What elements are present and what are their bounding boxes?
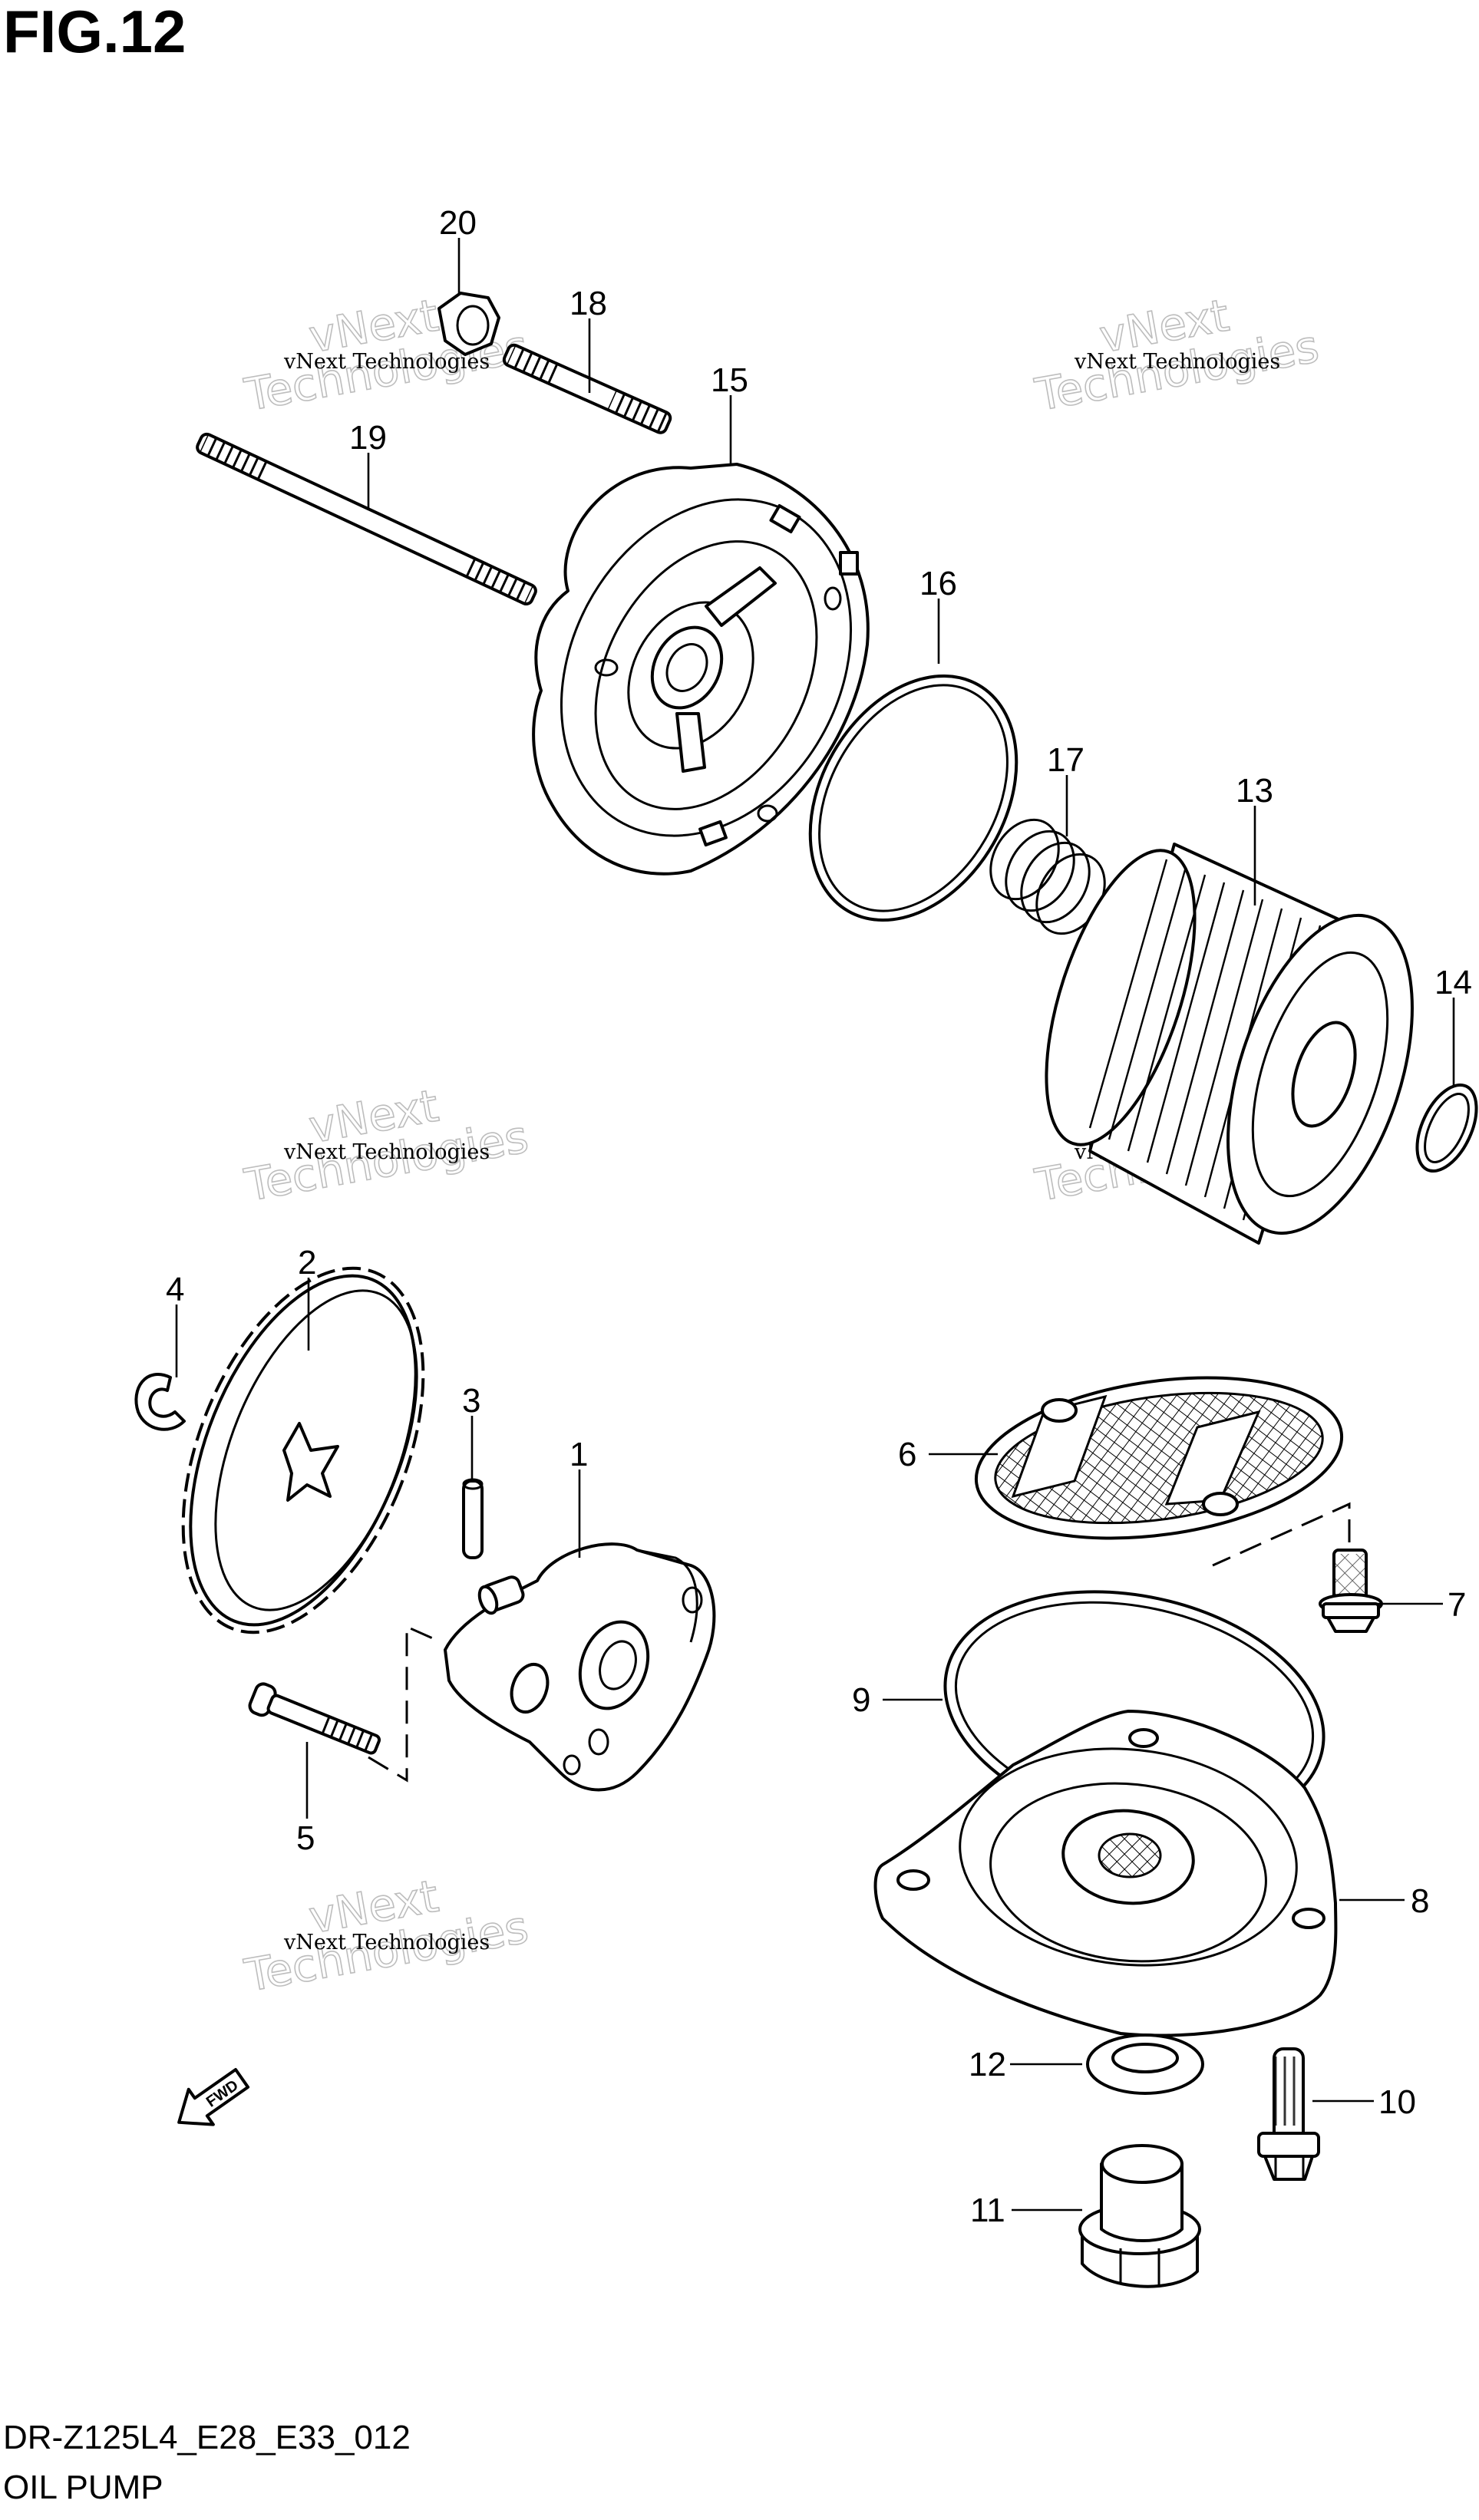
fwd-arrow: FWD [177, 2067, 250, 2126]
callout-1: 1 [569, 1436, 588, 1473]
part-4-circlip [134, 1373, 186, 1431]
callout-20: 20 [439, 204, 477, 242]
callout-6: 6 [898, 1436, 916, 1473]
model-code: DR-Z125L4_E28_E33_012 [3, 2419, 411, 2456]
callout-18: 18 [569, 285, 607, 322]
part-16-o-ring [808, 675, 1018, 922]
section-name: OIL PUMP [3, 2469, 163, 2506]
callout-7: 7 [1448, 1586, 1466, 1624]
part-8-strainer-cap [873, 1710, 1338, 2037]
callout-14: 14 [1434, 964, 1472, 1001]
callout-13: 13 [1236, 772, 1273, 810]
part-1-oil-pump [444, 1542, 716, 1792]
part-18-stud [502, 343, 672, 434]
part-13-oil-filter [1045, 843, 1414, 1245]
part-7-bolt [1319, 1549, 1383, 1633]
part-14-o-ring [1415, 1083, 1478, 1173]
callout-17: 17 [1047, 741, 1084, 779]
svg-text:vNext Technologies: vNext Technologies [283, 1931, 490, 1954]
callout-3: 3 [462, 1382, 480, 1420]
svg-text:vNext Technologies: vNext Technologies [1074, 350, 1280, 374]
callout-labels: 20 18 19 15 16 17 13 14 4 2 3 1 5 6 7 9 … [166, 204, 1472, 2229]
callout-2: 2 [298, 1244, 316, 1281]
svg-text:vNext Technologies: vNext Technologies [283, 350, 490, 374]
callout-15: 15 [711, 361, 748, 399]
watermark-mid-left: Technologies vNext vNext Technologies [240, 1079, 533, 1212]
leader-lines [175, 238, 1455, 2212]
callout-9: 9 [852, 1681, 870, 1719]
svg-text:vNext Technologies: vNext Technologies [283, 1140, 490, 1164]
watermark-low-left: Technologies vNext vNext Technologies [240, 1869, 533, 2003]
callout-4: 4 [166, 1271, 184, 1308]
assembly-guides [368, 1502, 1351, 1783]
part-15-filter-cap [532, 463, 870, 876]
part-11-drain-plug [1078, 2144, 1201, 2288]
part-19-stud [196, 432, 537, 606]
part-10-bolt [1257, 2047, 1320, 2181]
callout-8: 8 [1411, 1882, 1429, 1920]
callout-16: 16 [919, 565, 957, 602]
callout-19: 19 [349, 419, 387, 457]
figure-title: FIG.12 [3, 0, 187, 65]
part-6-strainer [974, 1376, 1344, 1540]
callout-5: 5 [296, 1819, 315, 1857]
part-20-nut [437, 292, 500, 356]
callout-10: 10 [1378, 2083, 1416, 2121]
part-12-gasket [1086, 2033, 1204, 2095]
callout-12: 12 [969, 2046, 1006, 2083]
part-3-pin [462, 1478, 484, 1559]
callout-11: 11 [970, 2192, 1005, 2229]
watermark-top-right: Technologies vNext vNext Technologies [1031, 289, 1323, 422]
part-5-bolt [248, 1682, 381, 1755]
part-2-driven-gear [181, 1266, 425, 1634]
